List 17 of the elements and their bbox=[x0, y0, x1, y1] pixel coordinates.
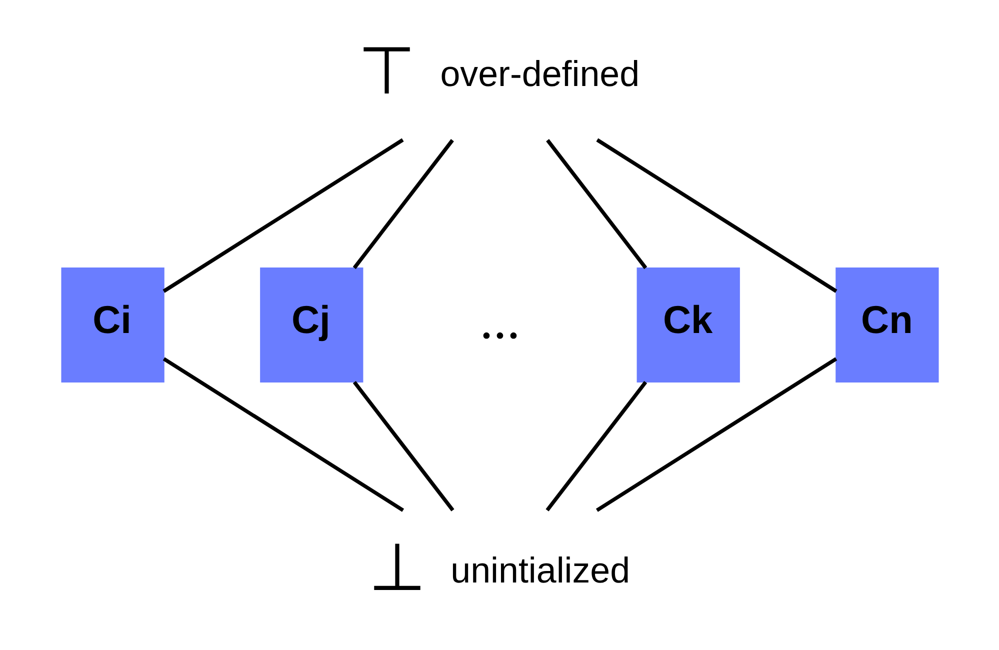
connector bbox=[545, 380, 647, 512]
connector bbox=[352, 139, 454, 270]
node-box: Ci bbox=[60, 267, 164, 383]
connector bbox=[162, 357, 404, 512]
connector bbox=[352, 380, 454, 512]
connector bbox=[546, 139, 647, 270]
connector bbox=[162, 138, 404, 293]
connector bbox=[596, 138, 837, 293]
label: ... bbox=[479, 290, 520, 350]
node-box: Ck bbox=[636, 267, 740, 383]
node-label: over-defined bbox=[440, 54, 640, 94]
node-box: Cj bbox=[260, 267, 363, 383]
node-box: Cn bbox=[835, 267, 938, 383]
node-label: unintialized bbox=[450, 550, 630, 590]
node-text: ⊤ bbox=[357, 34, 416, 108]
connector bbox=[595, 357, 837, 512]
node-text: ⊥ bbox=[368, 530, 426, 604]
